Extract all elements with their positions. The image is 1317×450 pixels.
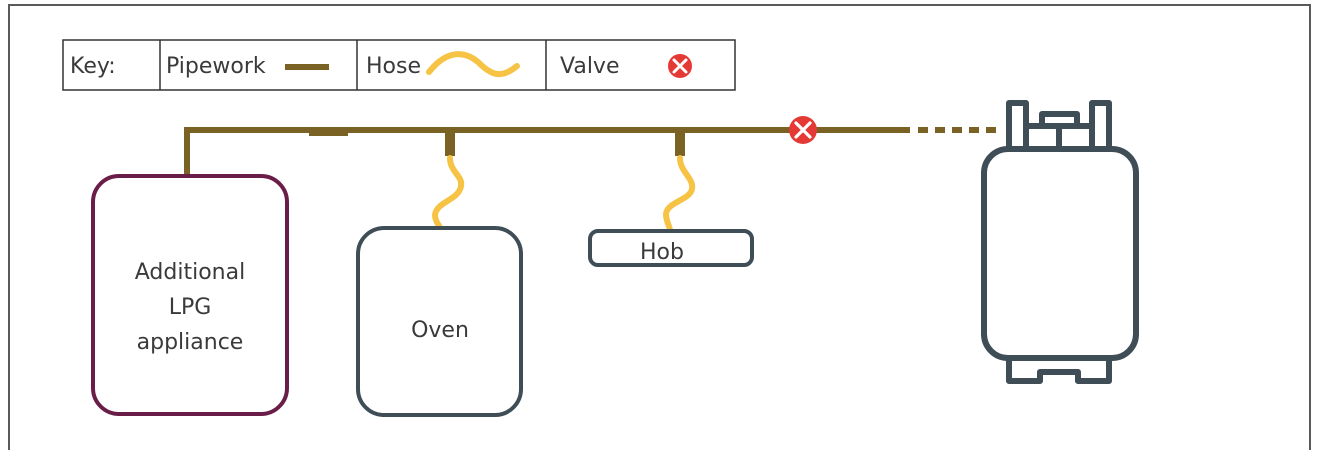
legend-title: Key: <box>70 54 116 79</box>
oven-label: Oven <box>411 318 469 343</box>
legend-box <box>62 39 736 91</box>
oven-appliance: Oven <box>356 226 523 417</box>
pipework <box>184 127 998 175</box>
oven-hose <box>431 155 465 231</box>
gas-cylinder-icon <box>981 100 1139 384</box>
oven-box <box>356 226 523 417</box>
legend-pipework-label: Pipework <box>166 54 266 79</box>
additional-appliance-label-line2: LPG <box>169 295 212 320</box>
hob-appliance: Hob <box>588 229 754 267</box>
hob-hose <box>662 155 696 234</box>
additional-appliance-label-line3: appliance <box>137 330 244 355</box>
additional-appliance-label-line1: Additional <box>135 260 245 285</box>
legend-valve-label: Valve <box>560 54 620 79</box>
additional-appliance-box <box>91 174 289 416</box>
additional-lpg-appliance: Additional LPG appliance <box>91 174 289 416</box>
hob-box <box>588 229 754 267</box>
diagram-frame <box>8 4 1311 450</box>
legend-hose-label: Hose <box>366 54 421 79</box>
legend: Key: Pipework Hose Valve <box>62 39 736 91</box>
valve-icon <box>668 54 692 78</box>
valve-icon <box>789 116 817 144</box>
hose-swatch <box>426 51 520 78</box>
hob-label: Hob <box>640 240 684 265</box>
